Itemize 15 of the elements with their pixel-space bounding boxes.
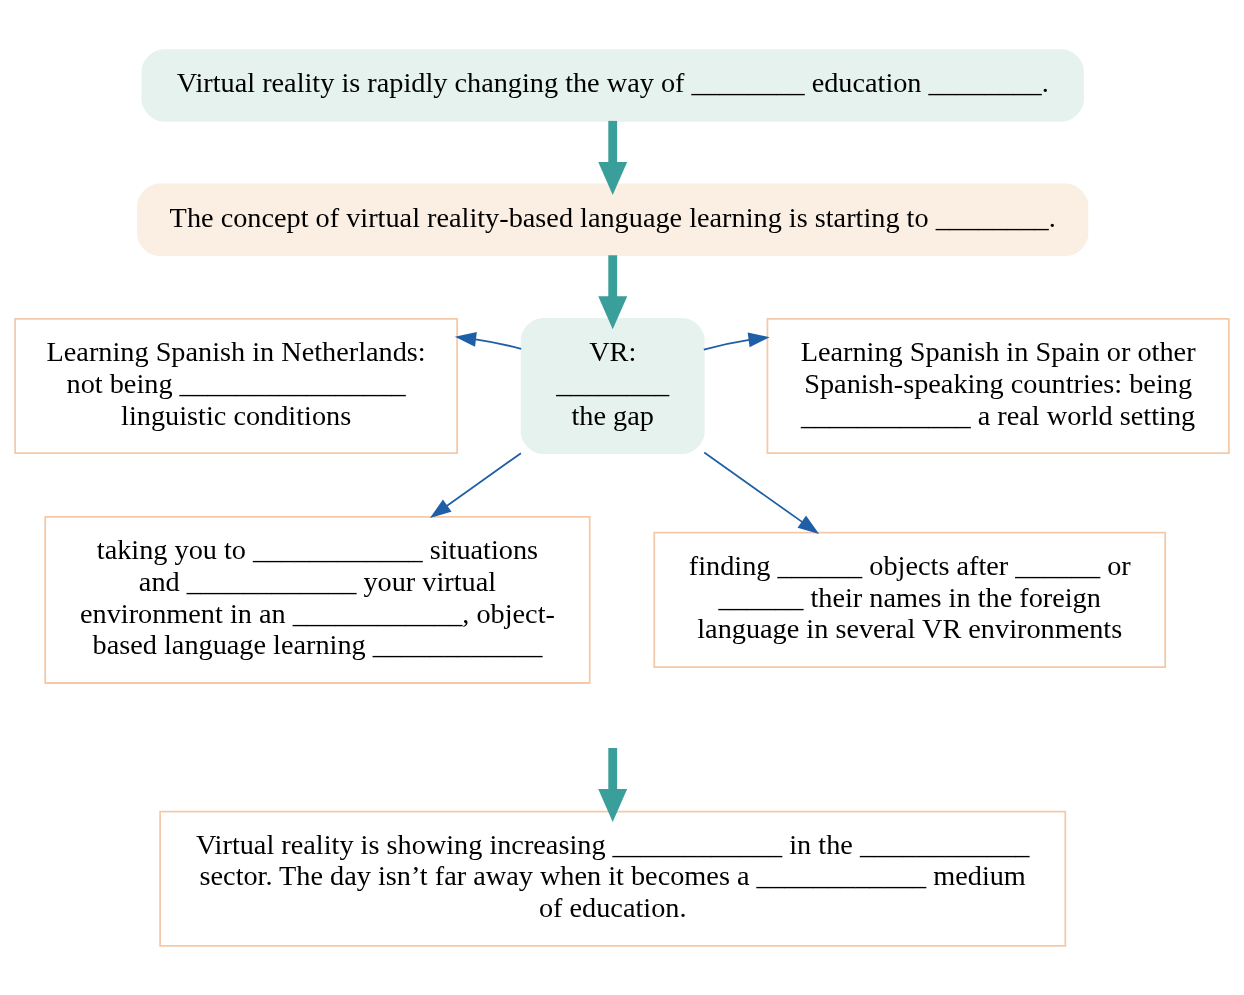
arrow <box>454 331 523 350</box>
node-box: Learning Spanish in Netherlands: not being ________________ linguistic conditions <box>14 317 459 454</box>
arrow <box>702 332 770 350</box>
arrow <box>598 747 628 822</box>
node-box: VR: ________ the gap <box>520 317 705 454</box>
arrow <box>703 451 820 534</box>
arrow <box>598 120 628 195</box>
node-box: Virtual reality is rapidly changing the way of ________ education ________. <box>141 48 1084 122</box>
node-box: taking you to ____________ situations and ____________ your virtual environment in an ____________, object-based language learning ____________ <box>44 515 591 684</box>
node-box: finding ______ objects after ______ or ______ their names in the foreign language in several VR environments <box>653 531 1167 668</box>
node-box: Learning Spanish in Spain or other Spanish-speaking countries: being ____________ a real world setting <box>766 317 1230 454</box>
node-box: Virtual reality is showing increasing ____________ in the ____________ sector. The day isn’t far away when it becomes a ____________ medium of education. <box>159 810 1067 947</box>
node-box: The concept of virtual reality-based language learning is starting to ________. <box>137 183 1089 256</box>
arrow <box>429 451 522 518</box>
arrow <box>598 254 628 329</box>
